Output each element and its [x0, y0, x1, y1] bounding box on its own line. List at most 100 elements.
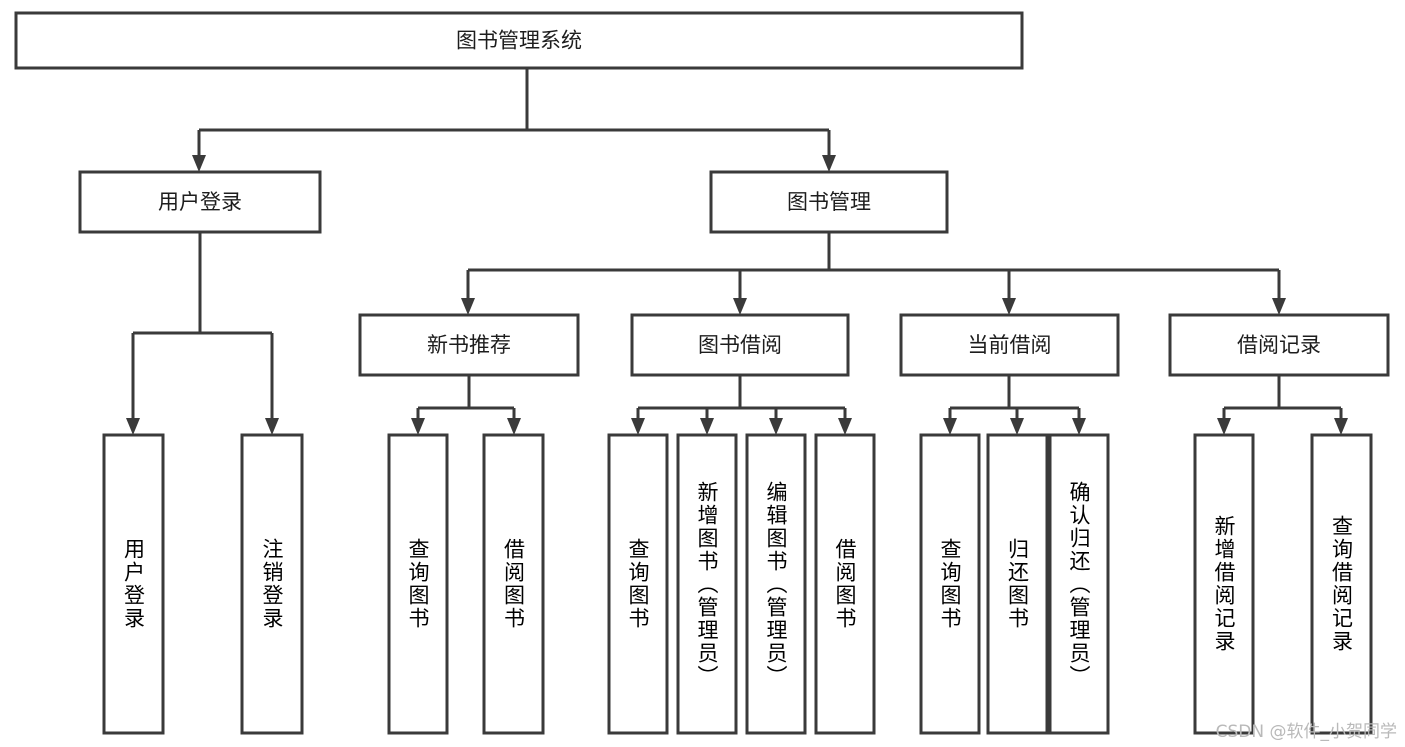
leaf-query-book-rec-box	[387, 433, 449, 735]
node-book-manage[interactable]: 图书管理	[709, 170, 949, 234]
node-label-book-borrow: 图书借阅	[698, 333, 782, 357]
leaf-user-login[interactable]: 用户登录	[102, 433, 165, 735]
leaf-add-record-text: 新增借阅记录	[1212, 515, 1236, 653]
leaf-confirm-return-label: 确认归还（管理员）	[1050, 435, 1108, 733]
leaf-query-book-bor[interactable]: 查询图书	[607, 433, 669, 735]
new-book-rec-arrow-icon-0	[411, 418, 425, 435]
leaf-logout-text: 注销登录	[260, 538, 284, 630]
node-box-new-book-rec	[358, 313, 580, 377]
root-arrow-icon-1	[822, 155, 836, 172]
leaf-borrow-book-bor-box	[814, 433, 876, 735]
current-borrow-arrow-icon-2	[1072, 418, 1086, 435]
leaf-add-book[interactable]: 新增图书（管理员）	[676, 433, 738, 735]
book-borrow-arrow-icon-1	[700, 418, 714, 435]
book-manage-arrow-icon-3	[1272, 298, 1286, 315]
leaf-return-book[interactable]: 归还图书	[986, 433, 1049, 735]
root-arrow-icon-0	[192, 155, 206, 172]
leaf-add-book-label: 新增图书（管理员）	[678, 435, 736, 733]
leaf-user-login-text: 用户登录	[121, 538, 146, 630]
leaf-add-record-box	[1193, 433, 1255, 735]
node-label-user-login: 用户登录	[158, 190, 242, 214]
leaf-add-record-label: 新增借阅记录	[1195, 435, 1253, 733]
user-login-arrow-icon-1	[265, 418, 279, 435]
node-label-new-book-rec: 新书推荐	[427, 333, 511, 357]
current-borrow-arrow-icon-1	[1010, 418, 1024, 435]
leaf-query-record-label-wrap: 查询借阅记录	[1312, 435, 1371, 733]
leaf-query-book-rec-label: 查询图书	[389, 435, 447, 733]
leaf-query-record-box	[1310, 433, 1373, 735]
leaf-edit-book[interactable]: 编辑图书（管理员）	[745, 433, 807, 735]
leaf-user-login-label: 用户登录	[104, 435, 163, 733]
leaf-confirm-return-label-wrap: 确认归还（管理员）	[1050, 435, 1108, 733]
leaf-borrow-book-rec[interactable]: 借阅图书	[482, 433, 545, 735]
book-manage-arrow-icon-0	[461, 298, 475, 315]
leaf-user-login-box	[102, 433, 165, 735]
connector-layer	[126, 68, 1348, 435]
leaf-logout-label: 注销登录	[242, 435, 302, 733]
leaf-confirm-return-text: 确认归还（管理员）	[1067, 480, 1091, 688]
node-user-login[interactable]: 用户登录	[78, 170, 322, 234]
leaf-add-record[interactable]: 新增借阅记录	[1193, 433, 1255, 735]
leaf-logout-label-wrap: 注销登录	[242, 435, 302, 733]
borrow-record-arrow-icon-1	[1334, 418, 1348, 435]
book-borrow-arrow-icon-0	[631, 418, 645, 435]
leaf-query-record[interactable]: 查询借阅记录	[1310, 433, 1373, 735]
book-manage-arrow-icon-2	[1002, 298, 1016, 315]
leaf-user-login-label-wrap: 用户登录	[104, 435, 163, 733]
leaf-add-book-box	[676, 433, 738, 735]
book-borrow-arrow-icon-2	[769, 418, 783, 435]
leaf-logout-box	[240, 433, 304, 735]
leaf-query-book-bor-label-wrap: 查询图书	[609, 435, 667, 733]
leaf-return-book-text: 归还图书	[1005, 538, 1030, 630]
node-layer: 图书管理系统用户登录图书管理新书推荐图书借阅当前借阅借阅记录用户登录注销登录查询…	[14, 11, 1390, 735]
leaf-logout[interactable]: 注销登录	[240, 433, 304, 735]
node-book-borrow[interactable]: 图书借阅	[630, 313, 850, 377]
leaf-borrow-book-rec-label: 借阅图书	[484, 435, 543, 733]
leaf-return-book-box	[986, 433, 1049, 735]
node-label-root: 图书管理系统	[456, 29, 582, 53]
leaf-borrow-book-rec-label-wrap: 借阅图书	[484, 435, 543, 733]
leaf-edit-book-label: 编辑图书（管理员）	[747, 435, 805, 733]
leaf-query-book-rec-label-wrap: 查询图书	[389, 435, 447, 733]
leaf-confirm-return-box	[1048, 433, 1110, 735]
leaf-query-book-rec-text: 查询图书	[406, 538, 430, 630]
leaf-borrow-book-bor-label: 借阅图书	[816, 435, 874, 733]
leaf-edit-book-label-wrap: 编辑图书（管理员）	[747, 435, 805, 733]
leaf-borrow-book-bor[interactable]: 借阅图书	[814, 433, 876, 735]
node-label-borrow-record: 借阅记录	[1237, 333, 1321, 357]
node-new-book-rec[interactable]: 新书推荐	[358, 313, 580, 377]
node-current-borrow[interactable]: 当前借阅	[899, 313, 1120, 377]
user-login-arrow-icon-0	[126, 418, 140, 435]
leaf-query-book-rec[interactable]: 查询图书	[387, 433, 449, 735]
leaf-query-record-label: 查询借阅记录	[1312, 435, 1371, 733]
leaf-confirm-return[interactable]: 确认归还（管理员）	[1048, 433, 1110, 735]
node-box-user-login	[78, 170, 322, 234]
current-borrow-arrow-icon-0	[943, 418, 957, 435]
leaf-edit-book-box	[745, 433, 807, 735]
leaf-query-book-bor-label: 查询图书	[609, 435, 667, 733]
node-box-current-borrow	[899, 313, 1120, 377]
book-borrow-arrow-icon-3	[838, 418, 852, 435]
leaf-return-book-label-wrap: 归还图书	[988, 435, 1047, 733]
borrow-record-arrow-icon-0	[1217, 418, 1231, 435]
leaf-borrow-book-bor-text: 借阅图书	[833, 538, 857, 630]
node-box-book-manage	[709, 170, 949, 234]
leaf-query-book-cur[interactable]: 查询图书	[919, 433, 981, 735]
leaf-add-record-label-wrap: 新增借阅记录	[1195, 435, 1253, 733]
node-box-root	[14, 11, 1024, 70]
leaf-return-book-label: 归还图书	[988, 435, 1047, 733]
node-box-book-borrow	[630, 313, 850, 377]
leaf-query-book-bor-box	[607, 433, 669, 735]
node-root[interactable]: 图书管理系统	[14, 11, 1024, 70]
leaf-add-book-label-wrap: 新增图书（管理员）	[678, 435, 736, 733]
leaf-query-book-cur-text: 查询图书	[938, 538, 962, 630]
node-label-book-manage: 图书管理	[787, 190, 871, 214]
leaf-borrow-book-bor-label-wrap: 借阅图书	[816, 435, 874, 733]
node-borrow-record[interactable]: 借阅记录	[1168, 313, 1390, 377]
leaf-query-record-text: 查询借阅记录	[1329, 515, 1354, 653]
leaf-edit-book-text: 编辑图书（管理员）	[764, 480, 788, 688]
node-box-borrow-record	[1168, 313, 1390, 377]
node-label-current-borrow: 当前借阅	[968, 333, 1052, 357]
